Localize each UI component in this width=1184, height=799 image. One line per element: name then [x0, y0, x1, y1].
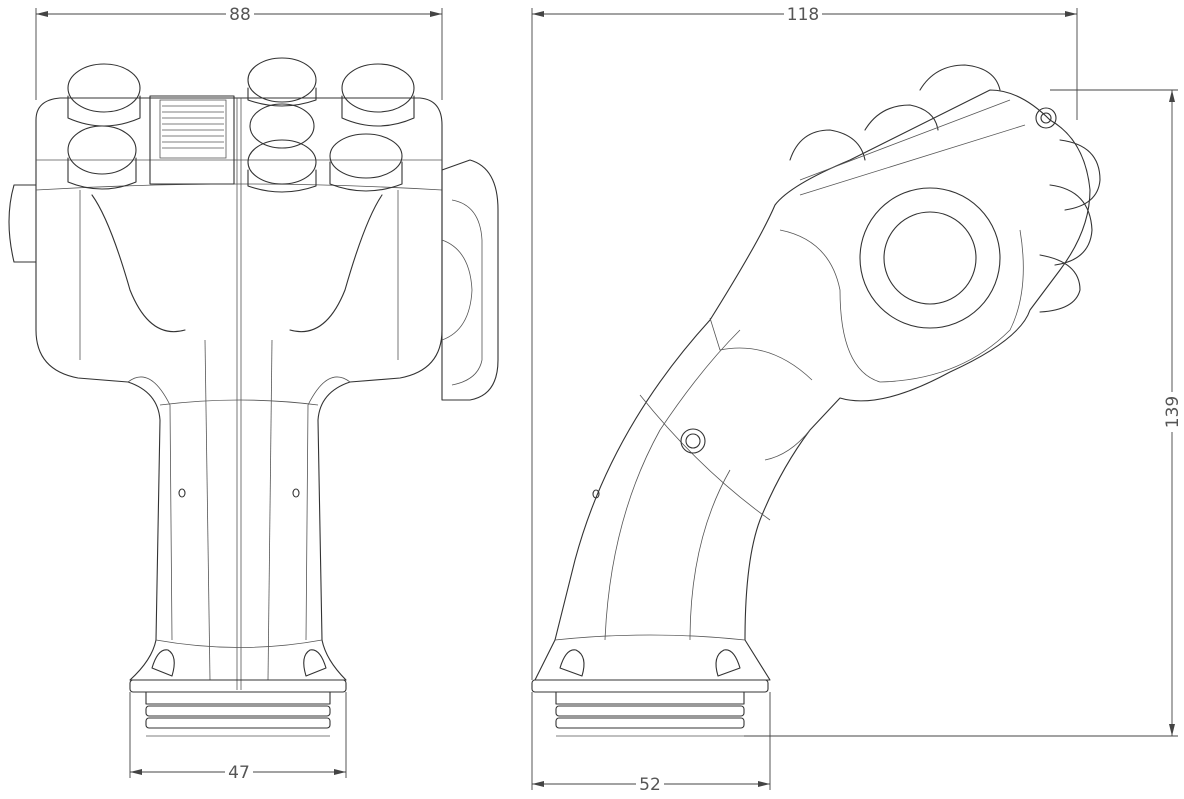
- dim-label-47: 47: [228, 763, 250, 783]
- front-view: [8, 57, 499, 737]
- dim-label-118: 118: [787, 5, 819, 25]
- dimension-side-bottom-width: 52: [531, 692, 771, 795]
- front-buttons: [67, 57, 415, 193]
- front-slider-grid: [149, 95, 235, 185]
- dimension-side-height: 139: [744, 89, 1183, 737]
- dimension-front-width: 88: [35, 4, 443, 100]
- dim-label-139: 139: [1163, 396, 1183, 428]
- dimension-front-bottom-width: 47: [129, 692, 347, 783]
- dim-label-88: 88: [229, 5, 251, 25]
- dim-label-52: 52: [639, 775, 661, 795]
- side-view: [531, 64, 1101, 737]
- dimension-side-width: 118: [531, 4, 1078, 680]
